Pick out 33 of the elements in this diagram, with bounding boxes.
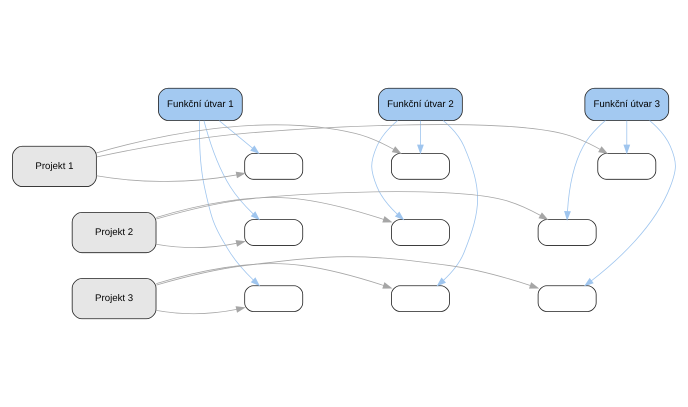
node-box (538, 219, 597, 246)
node-box: Projekt 3 (72, 278, 156, 320)
node-box (244, 153, 304, 180)
node-box (391, 285, 450, 312)
arrow (156, 256, 540, 289)
arrow (623, 120, 630, 154)
arrow (156, 306, 246, 314)
arrow (156, 263, 393, 289)
arrow (199, 120, 260, 286)
node-box: Funkční útvar 3 (584, 88, 670, 121)
node-box (391, 153, 450, 180)
node-box: Projekt 1 (12, 146, 97, 187)
arrow (371, 120, 404, 220)
arrow (218, 120, 260, 154)
node-box: Funkční útvar 1 (158, 88, 243, 121)
arrow (417, 120, 424, 154)
node-box: Projekt 2 (72, 212, 156, 254)
node-box (244, 219, 304, 246)
node-box (391, 219, 450, 246)
node-box (597, 153, 656, 180)
arrow (436, 120, 478, 286)
arrow (96, 172, 246, 182)
arrow (96, 124, 402, 154)
node-box (538, 285, 597, 312)
arrow (96, 124, 608, 158)
arrow (156, 191, 549, 220)
arrow (584, 120, 676, 286)
arrow (156, 197, 393, 222)
node-box (244, 285, 304, 312)
arrow (564, 120, 606, 221)
arrow (204, 120, 260, 220)
arrow (156, 240, 246, 248)
node-box: Funkční útvar 2 (378, 88, 463, 121)
